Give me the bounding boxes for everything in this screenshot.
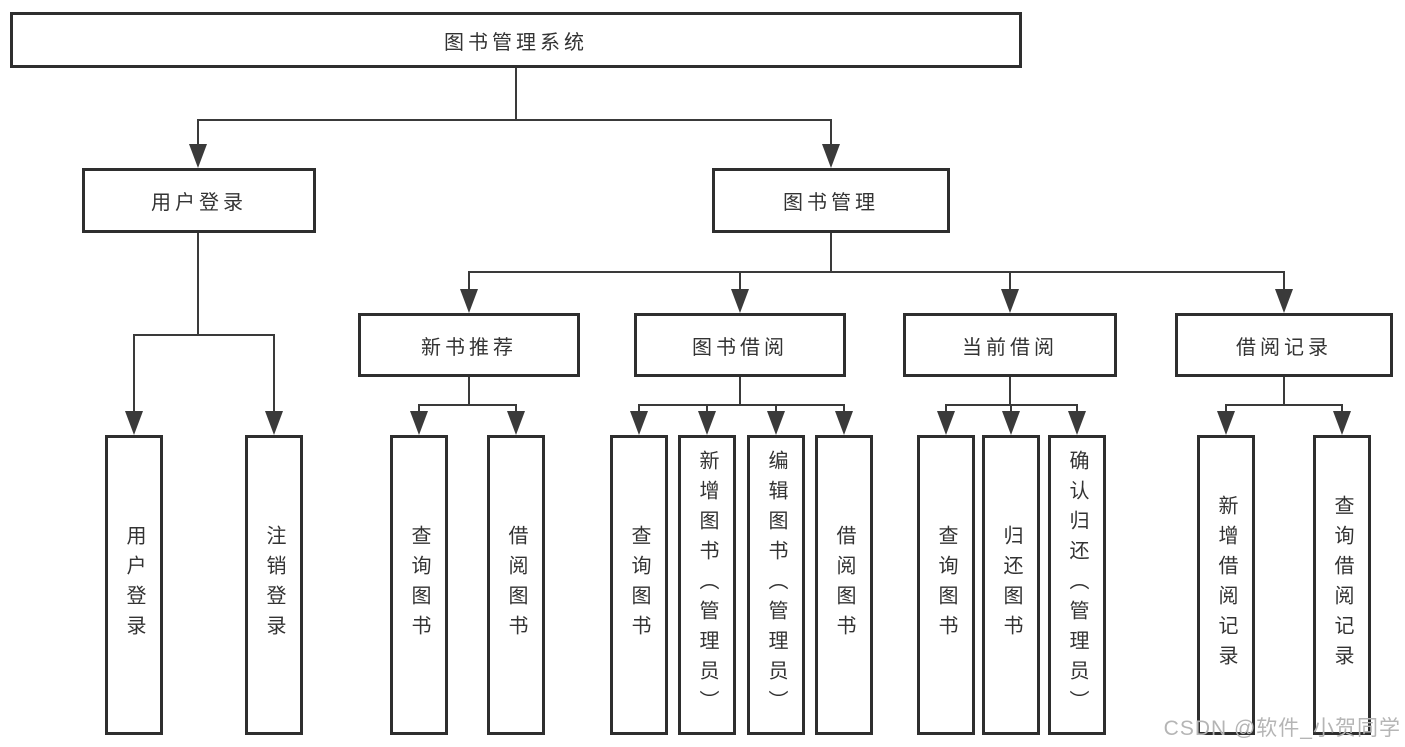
connector-line bbox=[197, 119, 832, 121]
arrow-down-icon bbox=[265, 411, 283, 435]
connector-line bbox=[1076, 404, 1078, 415]
arrow-down-icon bbox=[1002, 411, 1020, 435]
node-new-book-recommendation: 新书推荐 bbox=[358, 313, 580, 377]
arrow-down-icon bbox=[630, 411, 648, 435]
connector-line bbox=[830, 233, 832, 272]
connector-line bbox=[418, 404, 517, 406]
connector-line bbox=[1009, 377, 1011, 405]
connector-line bbox=[1225, 404, 1227, 415]
watermark: CSDN @软件_小贺同学 bbox=[1163, 717, 1401, 740]
connector-line bbox=[830, 119, 832, 149]
connector-line bbox=[1341, 404, 1343, 415]
connector-line bbox=[638, 404, 845, 406]
arrow-down-icon bbox=[835, 411, 853, 435]
connector-line bbox=[468, 271, 1285, 273]
arrow-down-icon bbox=[1333, 411, 1351, 435]
node-book-borrowing: 图书借阅 bbox=[634, 313, 846, 377]
connector-line bbox=[1283, 377, 1285, 405]
connector-line bbox=[133, 334, 135, 415]
leaf-search-borrow-record: 查询借阅记录 bbox=[1313, 435, 1371, 735]
leaf-return-books: 归还图书 bbox=[982, 435, 1040, 735]
connector-line bbox=[515, 68, 517, 120]
connector-line bbox=[1283, 271, 1285, 293]
arrow-down-icon bbox=[731, 289, 749, 313]
node-book-management: 图书管理 bbox=[712, 168, 950, 233]
leaf-borrowing-search-books: 查询图书 bbox=[610, 435, 668, 735]
arrow-down-icon bbox=[460, 289, 478, 313]
node-borrowing-records: 借阅记录 bbox=[1175, 313, 1393, 377]
arrow-down-icon bbox=[1068, 411, 1086, 435]
connector-line bbox=[638, 404, 640, 415]
leaf-add-books-admin: 新增图书（管理员） bbox=[678, 435, 736, 735]
connector-line bbox=[468, 377, 470, 405]
connector-line bbox=[273, 334, 275, 415]
connector-line bbox=[515, 404, 517, 415]
arrow-down-icon bbox=[1217, 411, 1235, 435]
arrow-down-icon bbox=[1001, 289, 1019, 313]
connector-line bbox=[197, 119, 199, 149]
connector-line bbox=[468, 271, 470, 293]
connector-line bbox=[133, 334, 275, 336]
connector-line bbox=[1010, 404, 1012, 415]
node-current-borrowing: 当前借阅 bbox=[903, 313, 1117, 377]
leaf-borrowing-borrow-books: 借阅图书 bbox=[815, 435, 873, 735]
arrow-down-icon bbox=[767, 411, 785, 435]
connector-line bbox=[775, 404, 777, 415]
arrow-down-icon bbox=[507, 411, 525, 435]
node-user-login: 用户登录 bbox=[82, 168, 316, 233]
connector-line bbox=[843, 404, 845, 415]
arrow-down-icon bbox=[698, 411, 716, 435]
leaf-edit-books-admin: 编辑图书（管理员） bbox=[747, 435, 805, 735]
connector-line bbox=[739, 271, 741, 293]
leaf-user-login: 用户登录 bbox=[105, 435, 163, 735]
leaf-logout: 注销登录 bbox=[245, 435, 303, 735]
arrow-down-icon bbox=[189, 144, 207, 168]
leaf-recommend-search-books: 查询图书 bbox=[390, 435, 448, 735]
connector-line bbox=[1009, 271, 1011, 293]
arrow-down-icon bbox=[1275, 289, 1293, 313]
node-library-system: 图书管理系统 bbox=[10, 12, 1022, 68]
connector-line bbox=[739, 377, 741, 405]
leaf-recommend-borrow-books: 借阅图书 bbox=[487, 435, 545, 735]
leaf-confirm-return-admin: 确认归还（管理员） bbox=[1048, 435, 1106, 735]
connector-line bbox=[706, 404, 708, 415]
connector-line bbox=[1225, 404, 1343, 406]
connector-line bbox=[945, 404, 947, 415]
arrow-down-icon bbox=[937, 411, 955, 435]
arrow-down-icon bbox=[410, 411, 428, 435]
leaf-current-search-books: 查询图书 bbox=[917, 435, 975, 735]
connector-line bbox=[418, 404, 420, 415]
arrow-down-icon bbox=[125, 411, 143, 435]
leaf-add-borrow-record: 新增借阅记录 bbox=[1197, 435, 1255, 735]
arrow-down-icon bbox=[822, 144, 840, 168]
connector-line bbox=[197, 233, 199, 335]
